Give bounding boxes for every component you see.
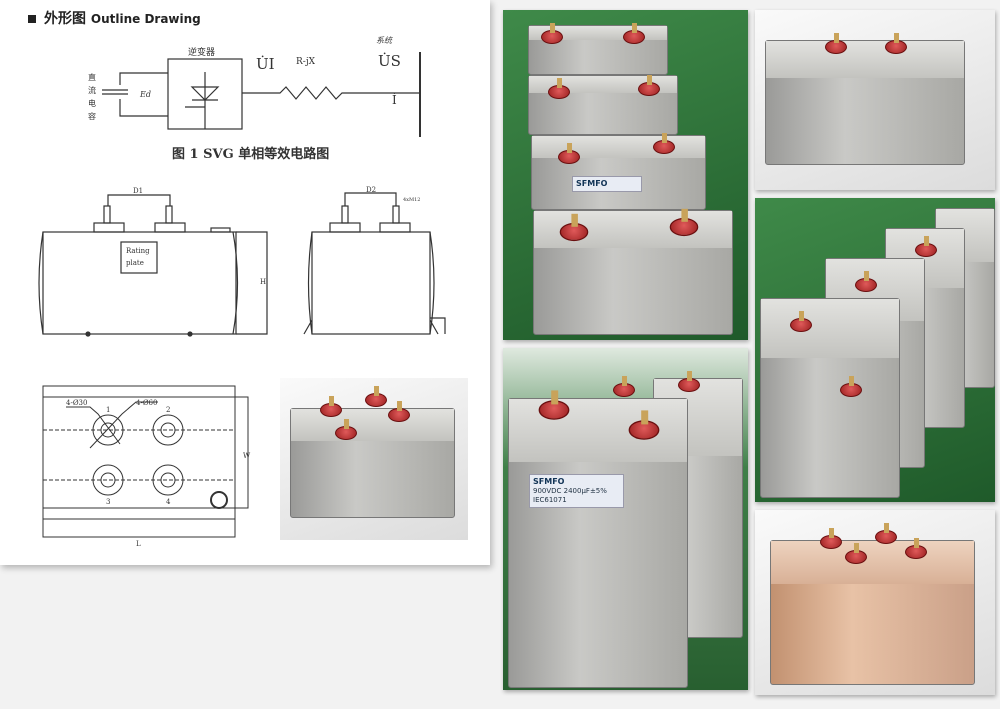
top-view-drawing: 4-Ø30 4-Ø60 1 2 3 4 W L	[42, 385, 251, 548]
product-photo-small	[280, 378, 468, 540]
dc-cap-char: 流	[88, 85, 96, 95]
dc-cap-char: 容	[88, 111, 96, 121]
outline-drawing-panel: 外形图 Outline Drawing 逆变器 直 流 电 容 Ed U̇I R…	[0, 0, 490, 565]
d2-label: D2	[366, 186, 376, 194]
section-heading: 外形图 Outline Drawing	[28, 8, 201, 28]
terminal-number: 2	[166, 406, 170, 414]
dc-cap-char: 电	[88, 98, 96, 108]
d1-label: D1	[133, 187, 143, 195]
w-label: W	[243, 452, 251, 460]
rating-plate-label: Rating	[126, 247, 150, 255]
us-label: U̇S	[378, 52, 401, 70]
figure-caption: 图 1 SVG 单相等效电路图	[172, 146, 329, 162]
impedance-label: R-jX	[296, 57, 316, 67]
product-photo-diagonal	[755, 198, 995, 502]
l-label: L	[136, 540, 141, 548]
current-label: İ	[392, 92, 397, 107]
terminal-number: 4	[166, 498, 171, 506]
m12-label: 4xM12	[403, 197, 420, 203]
inverter-label: 逆变器	[188, 46, 215, 58]
rating-label: SFMFO 900VDC 2400μF±5% IEC61071	[529, 474, 624, 508]
product-photo-copper	[755, 510, 995, 695]
bolt-large-label: 4-Ø60	[136, 399, 157, 407]
ed-label: Ed	[139, 90, 151, 99]
standard-text: IEC61071	[533, 496, 567, 504]
brand-text: SFMFO	[533, 477, 565, 486]
terminal-number: 3	[106, 498, 110, 506]
h-label: H	[260, 278, 266, 286]
rating-label: SFMFO	[572, 176, 642, 192]
product-photo-single	[755, 10, 995, 190]
bullet-square-icon	[28, 15, 36, 23]
front-side-drawing: D1 Rating plate H D2 4xM12	[38, 186, 446, 337]
heading-en: Outline Drawing	[90, 12, 201, 26]
product-photo-labeled: SFMFO 900VDC 2400μF±5% IEC61071	[503, 348, 748, 690]
svg-equivalent-circuit: 逆变器 直 流 电 容 Ed U̇I R-jX 系统 U̇S İ 图 1 SVG…	[88, 36, 421, 162]
u1-label: U̇I	[256, 55, 275, 73]
dc-cap-char: 直	[88, 72, 96, 82]
bolt-small-label: 4-Ø30	[66, 399, 87, 407]
terminal-number: 1	[106, 406, 110, 414]
heading-cn: 外形图	[44, 11, 86, 27]
rating-plate-label: plate	[126, 259, 144, 267]
brand-text: SFMFO	[576, 179, 608, 188]
system-label: 系统	[376, 36, 393, 45]
product-photo-row: SFMFO	[503, 10, 748, 340]
rating-text: 900VDC 2400μF±5%	[533, 487, 607, 495]
